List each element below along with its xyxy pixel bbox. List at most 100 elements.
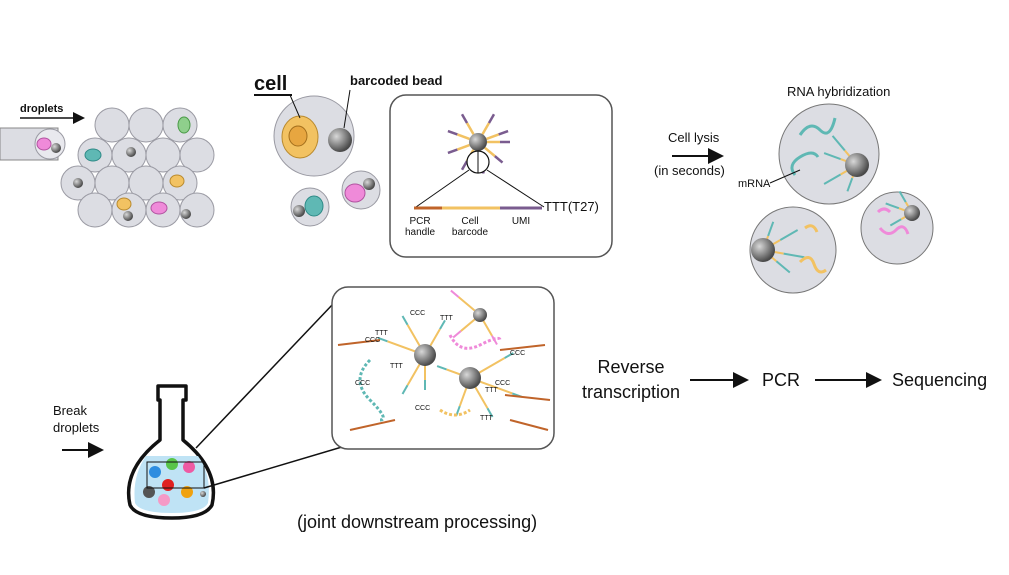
teal-cell (84, 148, 102, 162)
ccc-label: CCC (415, 405, 430, 412)
lysis-group: Cell lysis (in seconds) RNA hybridizatio… (654, 84, 934, 294)
oligo-tail (377, 336, 388, 343)
ttt-label: TTT (485, 387, 499, 394)
droplet (111, 192, 147, 228)
oligo-tail (504, 352, 514, 359)
cell-pointer (289, 94, 301, 119)
bead-inset-box (389, 94, 613, 258)
bead (751, 238, 775, 262)
flask-dot (158, 494, 170, 506)
zoom-line-right (486, 169, 545, 208)
oligo-tail (779, 229, 799, 241)
droplet-grid (34, 107, 215, 228)
ttt-label: TTT (480, 415, 494, 422)
oligo-tail (452, 330, 462, 339)
yellow-cell (116, 197, 132, 211)
big-bead (328, 128, 352, 152)
droplet (94, 107, 130, 143)
droplet (179, 137, 215, 173)
downstream-steps: Reverse transcription PCR Sequencing (582, 357, 987, 402)
reverse-transcription-label-2: transcription (582, 382, 680, 402)
yellow-cell-nucleus (288, 125, 308, 147)
cell-label: cell (254, 73, 287, 95)
cdna-strand (358, 358, 385, 422)
ccc-label: CCC (510, 350, 525, 357)
pink-cell (344, 183, 366, 203)
pcr-handle (499, 344, 546, 351)
bead (904, 205, 920, 221)
droplet (179, 192, 215, 228)
ccc-label: CCC (355, 380, 370, 387)
mrna-strand (798, 117, 837, 136)
flask-group: Break droplets (53, 303, 353, 520)
mrna-strand (878, 225, 910, 235)
flask-zoom-line-top (195, 303, 334, 449)
mrna-strand (876, 207, 892, 214)
oligo-tail (436, 365, 447, 371)
bead-structure-inset: TTT(T27) PCR handle Cell barcode UMI (389, 94, 613, 258)
joint-processing-label: (joint downstream processing) (297, 512, 537, 532)
oligo-tail (401, 384, 409, 395)
cell-barcode-label-1: Cell (461, 216, 478, 227)
bead (126, 147, 136, 157)
droplet-generator: droplets (0, 103, 215, 228)
oligo-tail (775, 260, 791, 274)
cdna-strand (448, 334, 502, 350)
oligo-barcode (486, 133, 500, 141)
pcr-label: PCR (762, 370, 800, 390)
oligo-tail (846, 177, 854, 192)
droplet (128, 107, 164, 143)
flask-dot (166, 458, 178, 470)
ccc-label: CCC (410, 310, 425, 317)
cell-barcode-label-2: barcode (452, 227, 489, 238)
oligo-barcode (456, 143, 470, 151)
teal-cell (304, 195, 324, 217)
oligo-umi (460, 113, 469, 124)
oligo-tail (889, 218, 902, 227)
reverse-transcription-label-1: Reverse (597, 357, 664, 377)
bead (123, 211, 133, 221)
oligo-umi (460, 160, 469, 171)
flask-dot (162, 479, 174, 491)
sequencing-label: Sequencing (892, 370, 987, 390)
bead (473, 308, 487, 322)
pcr-handle (504, 394, 551, 401)
oligo-tail (823, 152, 841, 160)
pcr-handle-label-1: PCR (409, 216, 430, 227)
oligo-tail (898, 190, 907, 203)
teal-bead (293, 205, 305, 217)
ttt-label: TTT (440, 315, 454, 322)
mrna-strand (798, 256, 827, 274)
pcr-handle (509, 419, 549, 431)
oligo-tail (885, 202, 900, 210)
bead (459, 367, 481, 389)
rna-hybridization-label: RNA hybridization (787, 84, 890, 99)
pink-cell (150, 201, 168, 215)
yellow-cell (169, 174, 185, 188)
mrna-strand (790, 151, 820, 176)
droplet (77, 192, 113, 228)
bead-pointer (343, 89, 351, 129)
oligo-umi (494, 155, 504, 164)
oligo-umi (487, 113, 496, 124)
bead (414, 344, 436, 366)
oligo-tail (831, 135, 846, 152)
ccc-label: CCC (495, 380, 510, 387)
oligo-barcode (481, 122, 491, 135)
oligo-tail (401, 315, 409, 326)
bead (51, 143, 61, 153)
flask-dot (183, 461, 195, 473)
oligo-umi (447, 148, 458, 155)
barcoded-bead-label: barcoded bead (350, 73, 443, 88)
ccc-label: CCC (365, 337, 380, 344)
pcr-handle-label-2: handle (405, 227, 435, 238)
flask-zoom-rect (146, 461, 205, 489)
bead (845, 153, 869, 177)
pink-cell (36, 137, 52, 151)
bead (181, 209, 191, 219)
zoom-line-left (415, 169, 470, 208)
mrna-label: mRNA (738, 178, 771, 190)
oligo-tail (486, 407, 494, 418)
